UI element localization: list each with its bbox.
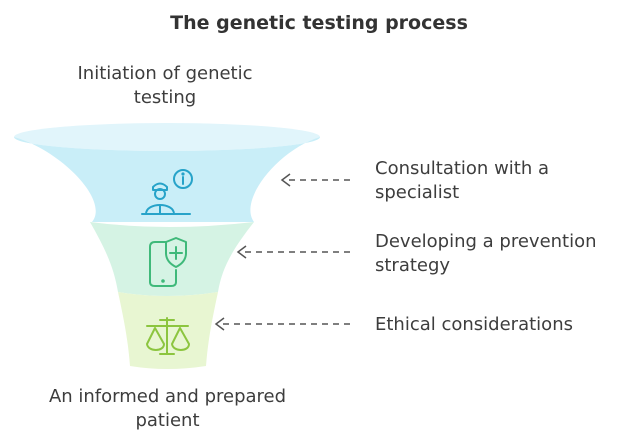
stage-label-ethics: Ethical considerations — [375, 313, 625, 337]
funnel-input-label: Initiation of genetic testing — [40, 62, 290, 110]
connector-arrow-1 — [280, 173, 350, 187]
connector-arrow-2 — [236, 245, 350, 259]
phone-shield-icon — [149, 237, 187, 287]
funnel-output-label-line-1: An informed and prepared — [48, 386, 287, 407]
funnel-stage-2 — [90, 222, 254, 296]
funnel-stage-1 — [14, 137, 320, 222]
funnel-output-label-line-2: patient — [135, 410, 200, 431]
diagram-title: The genetic testing process — [170, 12, 468, 34]
stage-3-label-line-1: Ethical considerations — [375, 314, 573, 335]
funnel-input-label-line-1: Initiation of genetic — [77, 63, 253, 84]
connector-arrow-3 — [214, 317, 350, 331]
funnel-input-label-line-2: testing — [133, 87, 197, 108]
doctor-info-icon — [141, 169, 193, 215]
stage-2-label-line-1: Developing a prevention — [375, 231, 597, 252]
stage-2-label-line-2: strategy — [375, 255, 451, 276]
funnel-rim — [14, 123, 320, 151]
stage-label-prevention: Developing a prevention strategy — [375, 230, 625, 278]
stage-1-label-line-1: Consultation with a — [375, 158, 550, 179]
scales-icon — [146, 317, 190, 355]
funnel-output-label: An informed and prepared patient — [20, 385, 315, 433]
stage-label-consultation: Consultation with a specialist — [375, 157, 625, 205]
stage-1-label-line-2: specialist — [375, 182, 460, 203]
